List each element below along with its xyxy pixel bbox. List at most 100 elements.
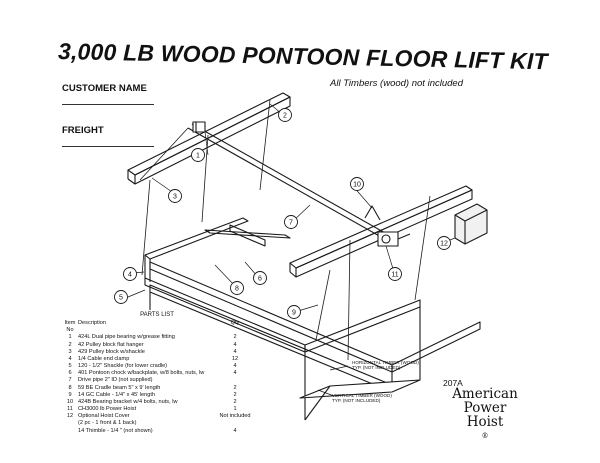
table-row: 10 424B Bearing bracket w/4 bolts, nuts, … — [62, 399, 252, 406]
table-row: 8 59 BE Cradle beam 5" x 9' length 2 — [62, 385, 252, 392]
item-no: 12 — [66, 413, 74, 420]
table-row: 4 1/4 Cable end clamp 12 — [62, 356, 252, 363]
vertical-timber-line-1: VERTICAL TIMBER (WOOD) — [332, 393, 392, 398]
item-description: 42 Pulley block flat hanger — [78, 341, 144, 348]
vertical-timber-label: VERTICAL TIMBER (WOOD) TYP. (NOT INCLUDE… — [332, 393, 432, 404]
bearing-bracket — [364, 205, 381, 221]
item-no: 3 — [68, 348, 72, 355]
table-row: (2 pc - 1 front & 1 back) — [62, 420, 252, 427]
lower-cradle-frame — [144, 217, 481, 421]
table-row: 6 401 Pontoon chock w/backplate, w/8 bolt… — [62, 370, 252, 377]
horizontal-timber-label: HORIZONTAL TIMBER (WOOD) TYP. (NOT INCLU… — [352, 360, 452, 371]
item-no: 4 — [68, 355, 72, 362]
customer-name-field-line — [62, 104, 154, 105]
item-qty — [218, 420, 252, 427]
table-row: 3 429 Pulley block w/shackle 4 — [62, 349, 252, 356]
parts-list-title: PARTS LIST — [140, 312, 174, 318]
table-row: 12 Optional Hoist Cover Not included — [62, 413, 252, 420]
item-qty: 4 — [233, 370, 237, 377]
item-description: 429 Pulley block w/shackle — [78, 348, 145, 355]
callout-7: 7 — [289, 220, 293, 227]
pipe-bearing-left — [192, 121, 206, 133]
callout-1: 1 — [196, 153, 200, 160]
item-no: 6 — [68, 370, 72, 377]
item-description: (2 pc - 1 front & 1 back) — [78, 420, 137, 427]
item-qty: 4 — [233, 363, 237, 370]
freight-field-line — [62, 146, 154, 147]
item-no: 8 — [68, 384, 72, 391]
timbers-note: All Timbers (wood) not included — [330, 78, 463, 89]
item-no: 11 — [67, 406, 73, 413]
item-qty: 4 — [233, 341, 237, 348]
item-description: 401 Pontoon chock w/backplate, w/8 bolts… — [78, 370, 205, 377]
item-description: 1/4 Cable end clamp — [78, 355, 130, 362]
header-item-no: Item No — [64, 320, 76, 334]
item-description: 59 BE Cradle beam 5" x 9' length — [78, 384, 161, 391]
freight-label: FREIGHT — [62, 125, 104, 136]
item-no — [62, 428, 78, 435]
brand-line-1: American — [452, 386, 518, 402]
callout-5: 5 — [119, 295, 123, 302]
table-row: 5 120 - 1/2" Shackle (for lower cradle) 4 — [62, 363, 252, 370]
horizontal-timber-line-2: TYP. (NOT INCLUDED) — [352, 365, 401, 371]
item-description: 14 Thimble - 1/4 " (not shown) — [78, 427, 153, 434]
item-no: 9 — [68, 391, 72, 398]
registered-mark: ® — [481, 432, 489, 440]
customer-name-label: CUSTOMER NAME — [62, 83, 147, 94]
callout-11: 11 — [391, 272, 398, 279]
vertical-timber-line-2: TYP. (NOT INCLUDED) — [332, 398, 381, 404]
item-no: 5 — [68, 363, 72, 370]
lift-cables — [139, 99, 431, 361]
item-description: 14 GC Cable - 1/4" x 45' length — [78, 391, 156, 398]
upper-timber-right — [289, 185, 473, 278]
item-qty: Not included — [219, 413, 251, 420]
item-qty: 4 — [233, 427, 237, 434]
item-qty: 12 — [231, 355, 239, 362]
item-qty: 2 — [233, 398, 237, 405]
item-no: 7 — [68, 377, 72, 384]
callout-9: 9 — [292, 310, 296, 317]
item-qty: 2 — [233, 391, 237, 398]
horizontal-timber-line-1: HORIZONTAL TIMBER (WOOD) — [352, 360, 419, 365]
brand-line-2: Power — [463, 400, 507, 416]
callout-8: 8 — [235, 286, 239, 293]
brand-logo: American Power Hoist ® — [430, 387, 540, 443]
item-description: 424L Dual pipe bearing w/grease fitting — [78, 334, 175, 341]
table-row: 2 42 Pulley block flat hanger 4 — [62, 342, 252, 349]
callout-12: 12 — [440, 241, 448, 248]
drive-pipe — [187, 123, 395, 243]
item-description: 120 - 1/2" Shackle (for lower cradle) — [78, 363, 168, 370]
callout-4: 4 — [128, 272, 132, 279]
power-hoist-unit — [377, 231, 411, 247]
item-no: 1 — [68, 334, 72, 341]
item-qty: 2 — [233, 334, 237, 341]
callout-10: 10 — [353, 182, 361, 189]
item-description: CH3000 lb Power Hoist — [78, 406, 137, 413]
item-qty: 4 — [233, 348, 237, 355]
table-row: 14 Thimble - 1/4 " (not shown) 4 — [62, 428, 252, 435]
item-description: Drive pipe 2" ID (not supplied) — [78, 377, 153, 384]
item-description: Optional Hoist Cover — [78, 413, 130, 420]
item-no: 2 — [68, 341, 72, 348]
item-qty: 2 — [233, 384, 237, 391]
table-row: 11 CH3000 lb Power Hoist 1 — [62, 406, 252, 413]
parts-list: PARTS LIST Item No Description Qty 1 424L… — [62, 312, 252, 435]
parts-list-header: Item No Description Qty — [62, 320, 252, 334]
table-row: 9 14 GC Cable - 1/4" x 45' length 2 — [62, 392, 252, 399]
upper-timber-left — [127, 92, 291, 185]
item-qty — [218, 377, 252, 384]
table-row: 1 424L Dual pipe bearing w/grease fitting… — [62, 334, 252, 341]
item-qty: 1 — [233, 406, 237, 413]
table-row: 7 Drive pipe 2" ID (not supplied) — [62, 377, 252, 384]
hoist-cover — [454, 203, 488, 245]
model-number: 207A — [443, 378, 463, 388]
item-no — [62, 420, 78, 427]
callout-2: 2 — [283, 113, 287, 120]
item-no: 10 — [66, 398, 74, 405]
header-description: Description — [78, 320, 106, 327]
parts-list-rows: 1 424L Dual pipe bearing w/grease fitting… — [62, 334, 252, 434]
brand-line-3: Hoist — [466, 414, 504, 430]
item-description: 424B Bearing bracket w/4 bolts, nuts, lw — [78, 398, 178, 405]
header-qty: Qty — [230, 320, 240, 327]
